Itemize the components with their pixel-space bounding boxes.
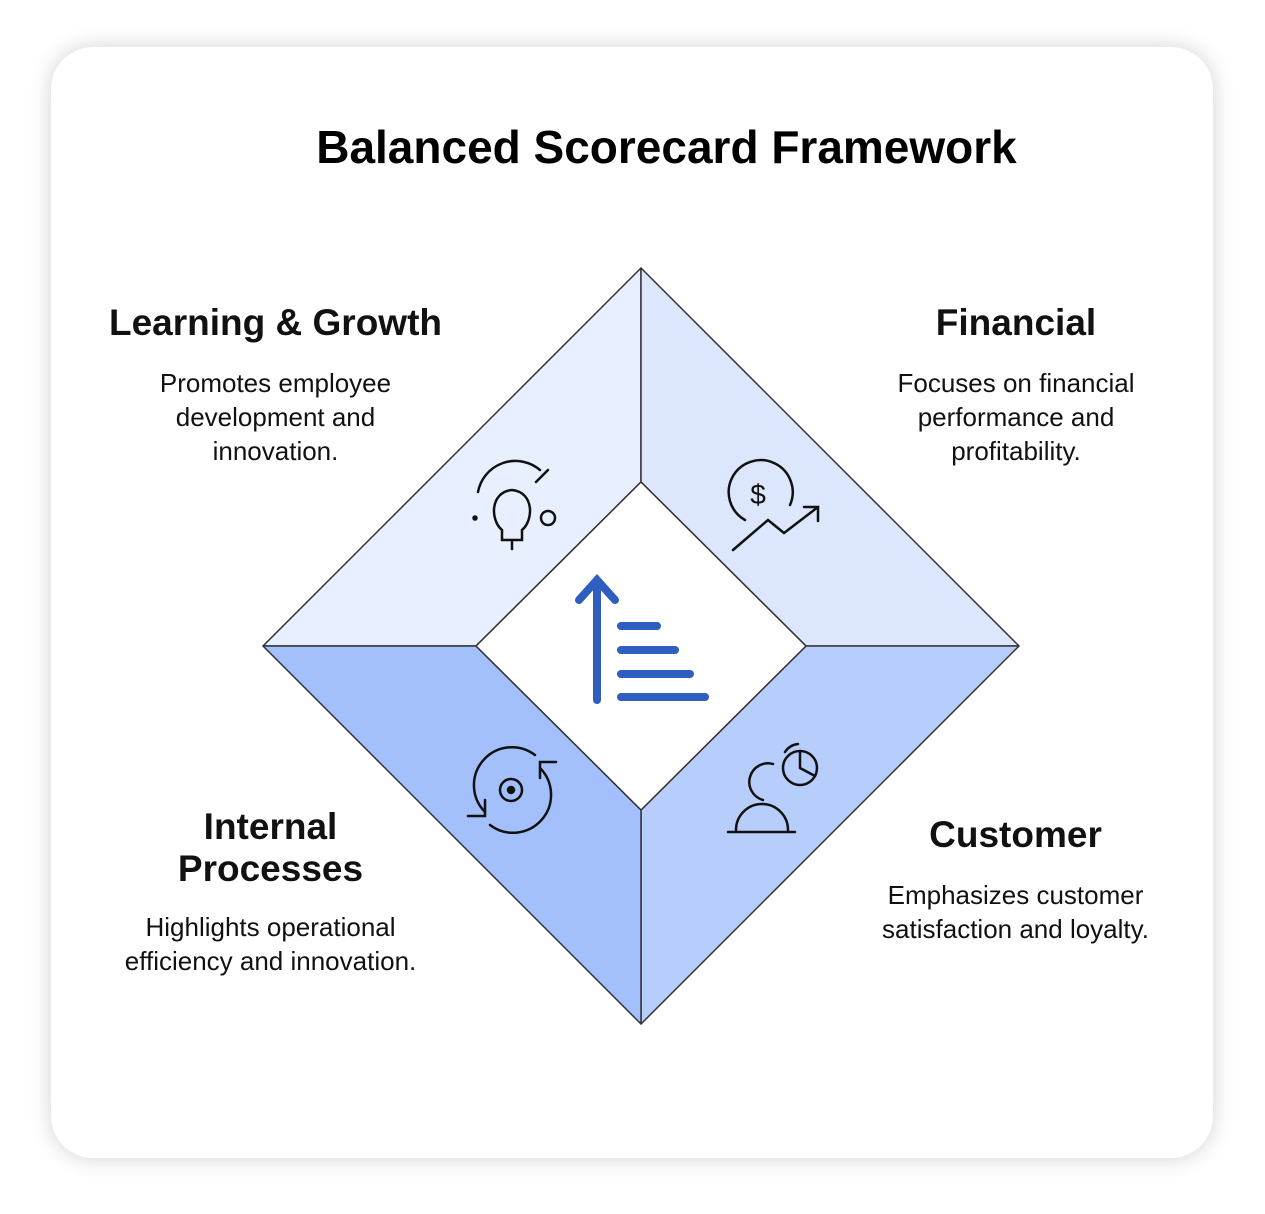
quadrant-label-customer: Customer Emphasizes customer satisfactio…: [868, 814, 1163, 946]
gear-cycle-icon: [466, 745, 558, 835]
quadrant-description: Highlights operational efficiency and in…: [124, 912, 417, 976]
customer-chart-icon: [726, 742, 819, 834]
svg-text:$: $: [750, 479, 766, 510]
quadrant-heading: Customer: [929, 814, 1102, 855]
ranking-arrow-icon: [575, 574, 709, 704]
dollar-growth-icon: $: [727, 458, 820, 552]
quadrant-label-financial: Financial Focuses on financial performan…: [862, 302, 1170, 468]
lightbulb-icon: [472, 459, 557, 551]
diagram-title: Balanced Scorecard Framework: [316, 121, 1017, 173]
quadrant-heading: Financial: [935, 302, 1097, 343]
quadrant-heading: Learning & Growth: [109, 302, 442, 343]
quadrant-description: Focuses on financial performance and pro…: [897, 368, 1135, 466]
quadrant-description: Emphasizes customer satisfaction and loy…: [882, 880, 1149, 944]
quadrant-label-learning: Learning & Growth Promotes employee deve…: [88, 302, 463, 468]
quadrant-description: Promotes employee development and innova…: [159, 368, 392, 466]
quadrant-heading: Internal Processes: [177, 806, 364, 889]
quadrant-label-internal: Internal Processes Highlights operationa…: [98, 806, 443, 978]
